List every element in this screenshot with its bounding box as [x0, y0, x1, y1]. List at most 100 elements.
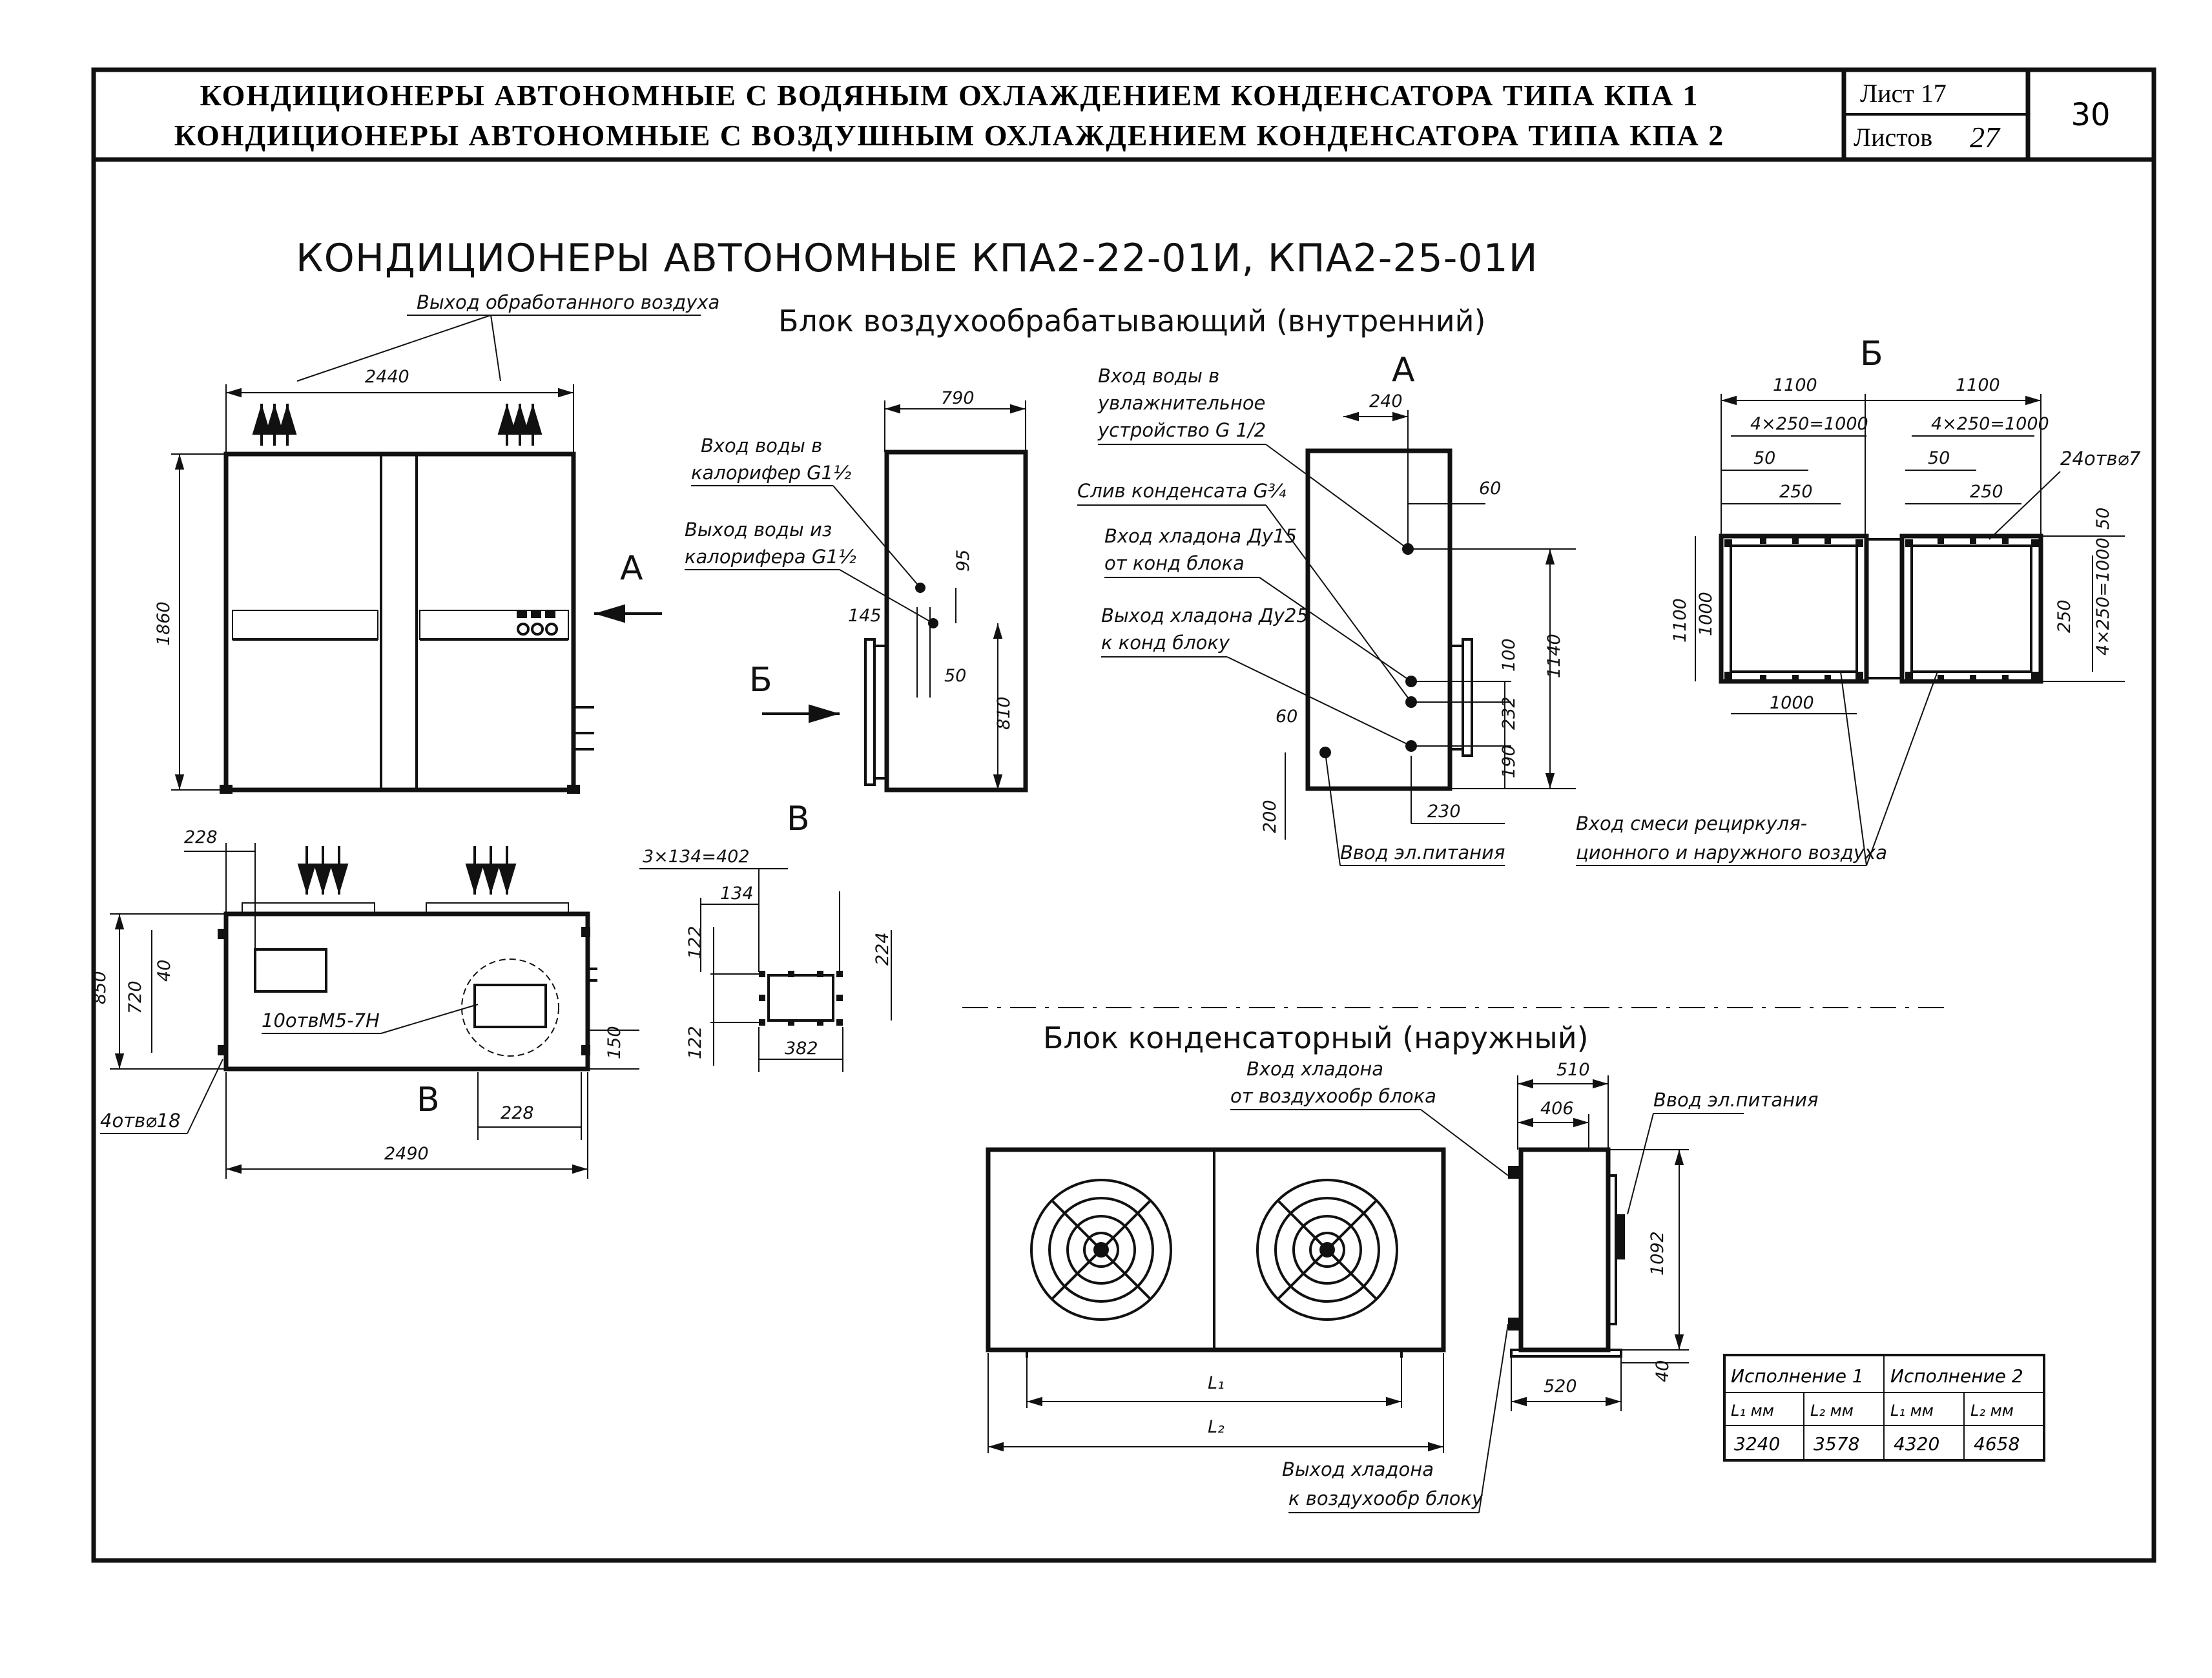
sheets-count: 27 [1970, 121, 2001, 154]
humid-label-1: Вход воды в [1098, 365, 1219, 387]
dim-200: 200 [1260, 800, 1280, 833]
dim-134: 134 [720, 884, 754, 904]
dim-1140: 1140 [1544, 634, 1564, 678]
dim-520: 520 [1544, 1376, 1577, 1396]
air-out-leader-b [490, 315, 501, 382]
sheets-label: Листов [1854, 123, 1932, 152]
fan-left [1030, 1179, 1172, 1321]
dim-40: 40 [154, 960, 174, 982]
holes-24: 24отв⌀7 [2060, 448, 2141, 470]
dim-250-b: 250 [1970, 482, 2003, 502]
water-out-label-2: калорифера G1½ [685, 546, 856, 568]
dimensions-table [1723, 1354, 2045, 1462]
table-header-2: Исполнение 2 [1890, 1365, 2023, 1387]
fan-right [1256, 1179, 1398, 1321]
dim-228-bottom: 228 [501, 1103, 534, 1123]
table-header-1: Исполнение 1 [1731, 1365, 1864, 1387]
outdoor-ref-in-1: Вход хладона [1246, 1058, 1383, 1080]
outer-frame [91, 67, 2156, 1563]
view-a-drawing [1305, 448, 1473, 791]
airflow-down-arrows-left [297, 846, 349, 895]
dim-1100-a: 1100 [1773, 375, 1817, 395]
view-v-label: В [787, 800, 810, 838]
dim-4x250-a: 4×250=1000 [1750, 414, 1868, 434]
view-b-drawing [1719, 533, 2043, 684]
dim-2490: 2490 [384, 1144, 429, 1164]
holes-base-label: 4отв⌀18 [100, 1110, 181, 1132]
page-number: 30 [2071, 97, 2110, 133]
dim-810: 810 [994, 696, 1014, 730]
airflow-down-arrows-right [465, 846, 517, 895]
table-value-2: 3578 [1814, 1433, 1859, 1455]
indoor-unit-plan-view [218, 902, 597, 1072]
dim-50-a: 50 [1753, 448, 1775, 468]
holes-m5-label: 10отвМ5-7Н [262, 1010, 380, 1031]
dim-790: 790 [941, 388, 975, 408]
mix-label-2: ционного и наружного воздуха [1576, 842, 1887, 864]
dim-4x250-r: 4×250=1000 [2093, 537, 2113, 656]
indoor-unit-title: Блок воздухообрабатывающий (внутренний) [778, 304, 1486, 338]
ref-in-label-2: от конд блока [1104, 552, 1245, 574]
control-panel [517, 610, 558, 636]
view-a-arrow-label: А [620, 549, 643, 588]
dim-1100-v: 1100 [1670, 598, 1690, 643]
dim-l2: L₂ [1208, 1417, 1225, 1437]
mix-label-1: Вход смеси рециркуля- [1576, 813, 1807, 834]
drain-label: Слив конденсата G¾ [1077, 480, 1286, 502]
dim-1000-v: 1000 [1696, 592, 1716, 636]
dim-1100-b: 1100 [1956, 375, 2000, 395]
dim-230: 230 [1427, 802, 1461, 822]
indoor-unit-side-view [864, 450, 1028, 792]
dim-228-top: 228 [184, 827, 218, 847]
dim-2440: 2440 [365, 367, 409, 387]
table-subheader-1: L₁ мм [1731, 1402, 1774, 1420]
main-title: КОНДИЦИОНЕРЫ АВТОНОМНЫЕ КПА2-22-01И, КПА… [296, 236, 1538, 281]
dim-1092: 1092 [1648, 1231, 1668, 1276]
water-in-label: Вход воды в [701, 435, 822, 457]
dim-60-top: 60 [1479, 479, 1501, 499]
dim-850: 850 [90, 971, 110, 1004]
humid-label-3: устройство G 1/2 [1097, 419, 1266, 441]
dim-382: 382 [785, 1039, 818, 1059]
dim-122-a: 122 [685, 926, 705, 959]
dim-50: 50 [944, 666, 966, 686]
table-value-1: 3240 [1734, 1433, 1780, 1455]
dim-60-left: 60 [1276, 707, 1297, 727]
header-line-1: КОНДИЦИОНЕРЫ АВТОНОМНЫЕ С ВОДЯНЫМ ОХЛАЖД… [200, 79, 1699, 112]
view-b-arrow-label: Б [749, 661, 772, 699]
water-in-label-2: калорифер G1½ [691, 462, 851, 484]
dim-224: 224 [873, 932, 893, 966]
dim-250-a: 250 [1779, 482, 1813, 502]
outdoor-unit-title: Блок конденсаторный (наружный) [1043, 1020, 1589, 1055]
table-subheader-2: L₂ мм [1810, 1402, 1854, 1420]
header-line-2: КОНДИЦИОНЕРЫ АВТОНОМНЫЕ С ВОЗДУШНЫМ ОХЛА… [174, 119, 1725, 152]
water-out-label: Выход воды из [685, 519, 832, 541]
indoor-unit-front-view [220, 451, 594, 794]
dim-40-outdoor: 40 [1653, 1360, 1673, 1382]
dim-50-r: 50 [2093, 508, 2113, 530]
power-label: Ввод эл.питания [1340, 842, 1505, 864]
ref-out-label-1: Выход хладона Ду25 [1101, 605, 1308, 627]
dim-406: 406 [1540, 1099, 1574, 1119]
air-out-leader-a [296, 315, 491, 382]
dim-1860: 1860 [154, 601, 174, 646]
view-b-label: Б [1860, 335, 1883, 373]
humid-label-2: увлажнительное [1097, 392, 1265, 414]
view-b-bolt-holes [1724, 537, 2039, 681]
airflow-up-arrows-left [252, 404, 297, 446]
ref-in-label-1: Вход хладона Ду15 [1104, 525, 1297, 547]
sheet-number: Лист 17 [1860, 79, 1947, 108]
dim-95: 95 [953, 550, 973, 572]
outdoor-ref-out-1: Выход хладона [1282, 1458, 1434, 1480]
dim-190: 190 [1499, 745, 1519, 778]
dim-50-b: 50 [1928, 448, 1950, 468]
outdoor-ref-in-2: от воздухообр блока [1230, 1085, 1436, 1107]
dim-145: 145 [848, 606, 882, 626]
dim-4x250-b: 4×250=1000 [1931, 414, 2049, 434]
table-value-4: 4658 [1974, 1433, 2020, 1455]
table-subheader-3: L₁ мм [1890, 1402, 1934, 1420]
outdoor-unit-side-view [1508, 1147, 1625, 1358]
dim-510: 510 [1556, 1060, 1590, 1080]
